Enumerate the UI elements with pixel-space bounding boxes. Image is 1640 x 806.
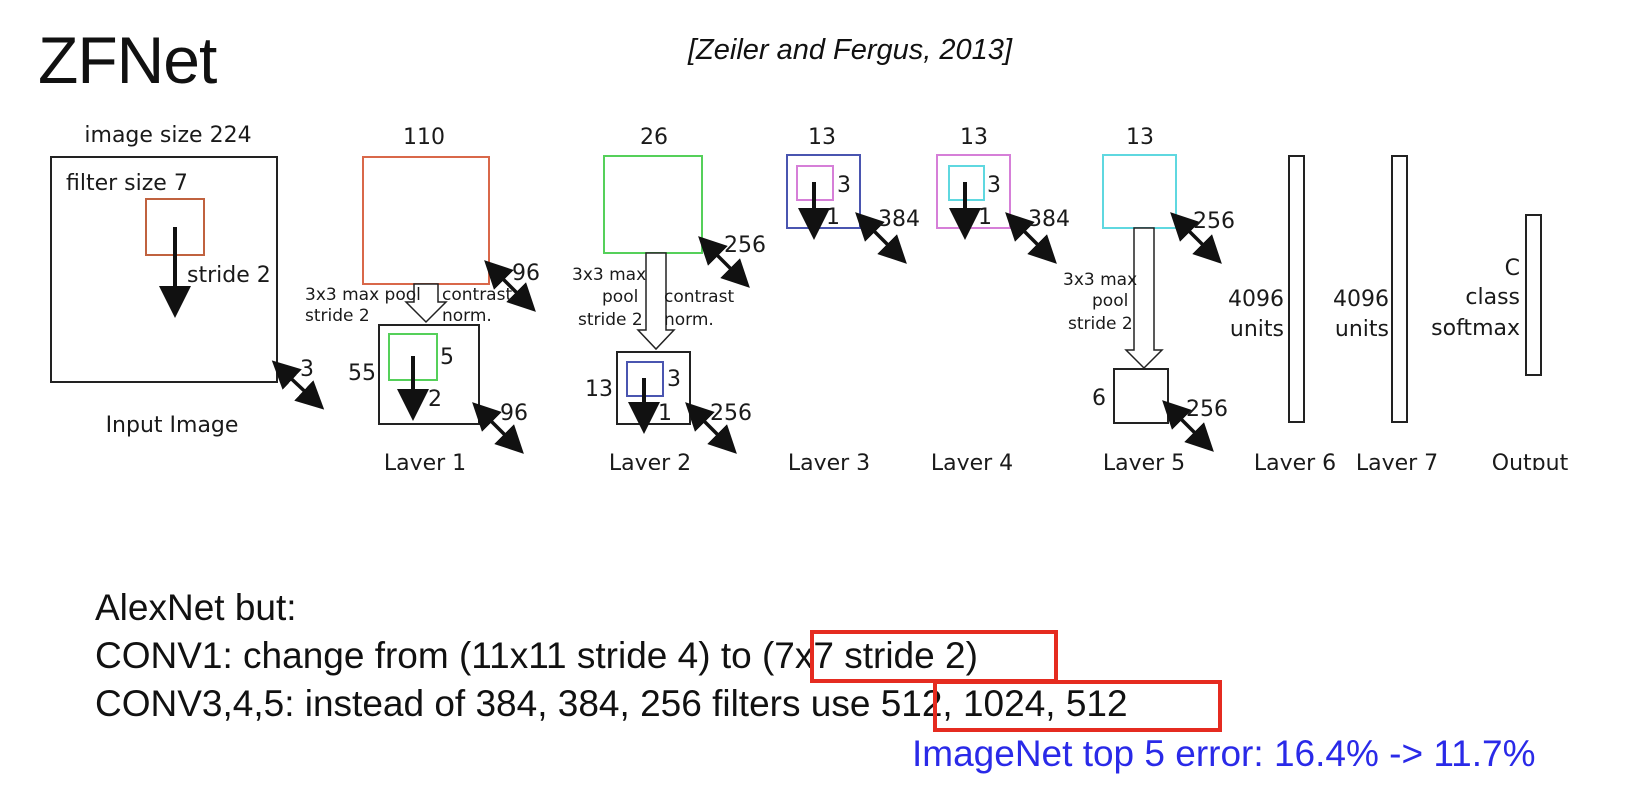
filter-size-label: filter size 7 — [66, 171, 188, 196]
layer5-caption: Layer 5 — [1103, 451, 1185, 470]
layer5-pool-label-2: pool — [1092, 291, 1128, 311]
layer5-pool-label-1: 3x3 max — [1063, 270, 1137, 290]
layer7-units-1: 4096 — [1333, 287, 1389, 312]
layer5-feature-box — [1102, 154, 1177, 229]
layer4-depth: 384 — [1028, 207, 1070, 232]
imagenet-error-text: ImageNet top 5 error: 16.4% -> 11.7% — [912, 733, 1536, 774]
layer5-pooled-depth-arrow — [1162, 400, 1214, 452]
layer1-depth-arrow — [484, 260, 536, 312]
layer2-pool-label-3: stride 2 — [578, 310, 643, 330]
output-label-c: C — [1505, 256, 1520, 281]
layer2-depth: 256 — [724, 233, 766, 258]
layer4-block: 13 3 1 384 Layer 4 — [931, 125, 1070, 470]
layer2-pool-label-2: pool — [602, 287, 638, 307]
layer5-pooled-box — [1113, 368, 1169, 424]
layer1-pool-label-2: stride 2 — [305, 306, 370, 326]
layer2-stride: 1 — [658, 401, 672, 426]
layer1-feature-box — [362, 156, 490, 285]
notes-intro: AlexNet but: — [95, 587, 297, 628]
layer5-pool-label-3: stride 2 — [1068, 314, 1133, 334]
citation: [Zeiler and Fergus, 2013] — [687, 34, 1012, 66]
layer5-top-size: 13 — [1126, 125, 1154, 150]
highlight-conv1-box — [810, 630, 1058, 683]
layer6-block: 4096 units Layer 6 — [1228, 155, 1336, 470]
layer2-pooled-size: 13 — [585, 377, 613, 402]
layer4-kernel-size: 3 — [987, 173, 1001, 198]
layer1-pooled-size: 55 — [348, 361, 376, 386]
layer1-block: 110 96 3x3 max pool stride 2 contrast no… — [305, 125, 540, 470]
layer2-pool-arrow — [636, 252, 676, 351]
layer2-feature-box — [603, 155, 703, 254]
output-block: C class softmax Output — [1431, 214, 1569, 470]
layer2-caption: Layer 2 — [609, 451, 691, 470]
layer5-pool-arrow — [1124, 227, 1164, 370]
output-label-softmax: softmax — [1431, 316, 1520, 341]
layer2-pooled-depth-arrow — [685, 402, 737, 454]
layer1-pooled-depth-arrow — [472, 402, 524, 454]
layer1-top-size: 110 — [403, 125, 445, 150]
input-image-block: image size 224 filter size 7 stride 2 3 … — [50, 123, 325, 438]
layer6-units-1: 4096 — [1228, 287, 1284, 312]
layer3-block: 13 3 1 384 Layer 3 — [786, 125, 920, 470]
layer1-caption: Layer 1 — [384, 451, 466, 470]
layer2-pool-label-1: 3x3 max — [572, 265, 646, 285]
slide-title: ZFNet — [38, 23, 217, 97]
layer6-units-2: units — [1230, 317, 1284, 342]
layer1-contrast-label-2: norm. — [442, 306, 492, 326]
highlight-conv345-box — [933, 680, 1222, 732]
layer5-block: 13 256 3x3 max pool stride 2 6 256 Layer… — [1063, 125, 1235, 470]
layer7-units-2: units — [1335, 317, 1389, 342]
layer5-pooled-size: 6 — [1092, 386, 1106, 411]
layer1-kernel-size: 5 — [440, 345, 454, 370]
output-label-class: class — [1465, 285, 1520, 310]
layer5-pooled-depth: 256 — [1186, 397, 1228, 422]
layer7-caption: Layer 7 — [1356, 451, 1438, 470]
input-caption: Input Image — [106, 413, 239, 438]
layer6-fc-bar — [1288, 155, 1305, 423]
layer4-caption: Layer 4 — [931, 451, 1013, 470]
layer3-depth: 384 — [878, 207, 920, 232]
notes-conv1-change: CONV1: change from (11x11 stride 4) to (… — [95, 635, 978, 676]
layer3-kernel-size: 3 — [837, 173, 851, 198]
layer6-caption: Layer 6 — [1254, 451, 1336, 470]
input-size-label: image size 224 — [84, 123, 251, 148]
layer4-depth-arrow — [1005, 212, 1057, 264]
layer2-block: 26 256 3x3 max pool stride 2 contrast no… — [572, 125, 766, 470]
layer5-depth-arrow — [1170, 212, 1222, 264]
layer1-pool-arrow — [404, 283, 448, 324]
layer1-pooled-box — [378, 324, 480, 425]
layer2-pooled-depth: 256 — [710, 401, 752, 426]
layer1-pool-label-1: 3x3 max pool — [305, 285, 421, 305]
layer2-top-size: 26 — [640, 125, 668, 150]
zfnet-architecture-diagram: image size 224 filter size 7 stride 2 3 … — [50, 123, 1569, 470]
layer5-depth: 256 — [1193, 209, 1235, 234]
input-depth-label: 3 — [300, 357, 314, 382]
notes-conv345-change: CONV3,4,5: instead of 384, 384, 256 filt… — [95, 683, 1128, 724]
layer3-depth-arrow — [855, 212, 907, 264]
layer2-contrast-label-2: norm. — [664, 310, 714, 330]
layer4-stride: 1 — [978, 205, 992, 230]
input-stride-label: stride 2 — [187, 263, 271, 288]
layer2-contrast-label-1: contrast — [664, 287, 734, 307]
layer4-top-size: 13 — [960, 125, 988, 150]
layer1-stride: 2 — [428, 387, 442, 412]
output-caption: Output — [1492, 451, 1569, 470]
layer1-pooled-depth: 96 — [500, 401, 528, 426]
layer2-depth-arrow — [698, 236, 750, 288]
layer2-kernel-size: 3 — [667, 367, 681, 392]
layer1-depth: 96 — [512, 261, 540, 286]
input-image-box — [50, 156, 278, 383]
output-softmax-bar — [1525, 214, 1542, 376]
layer3-stride: 1 — [826, 205, 840, 230]
layer1-contrast-label-1: contrast — [442, 285, 512, 305]
layer3-top-size: 13 — [808, 125, 836, 150]
layer7-block: 4096 units Layer 7 — [1333, 155, 1438, 470]
layer3-caption: Layer 3 — [788, 451, 870, 470]
layer7-fc-bar — [1391, 155, 1408, 423]
input-depth-arrow — [271, 360, 325, 410]
